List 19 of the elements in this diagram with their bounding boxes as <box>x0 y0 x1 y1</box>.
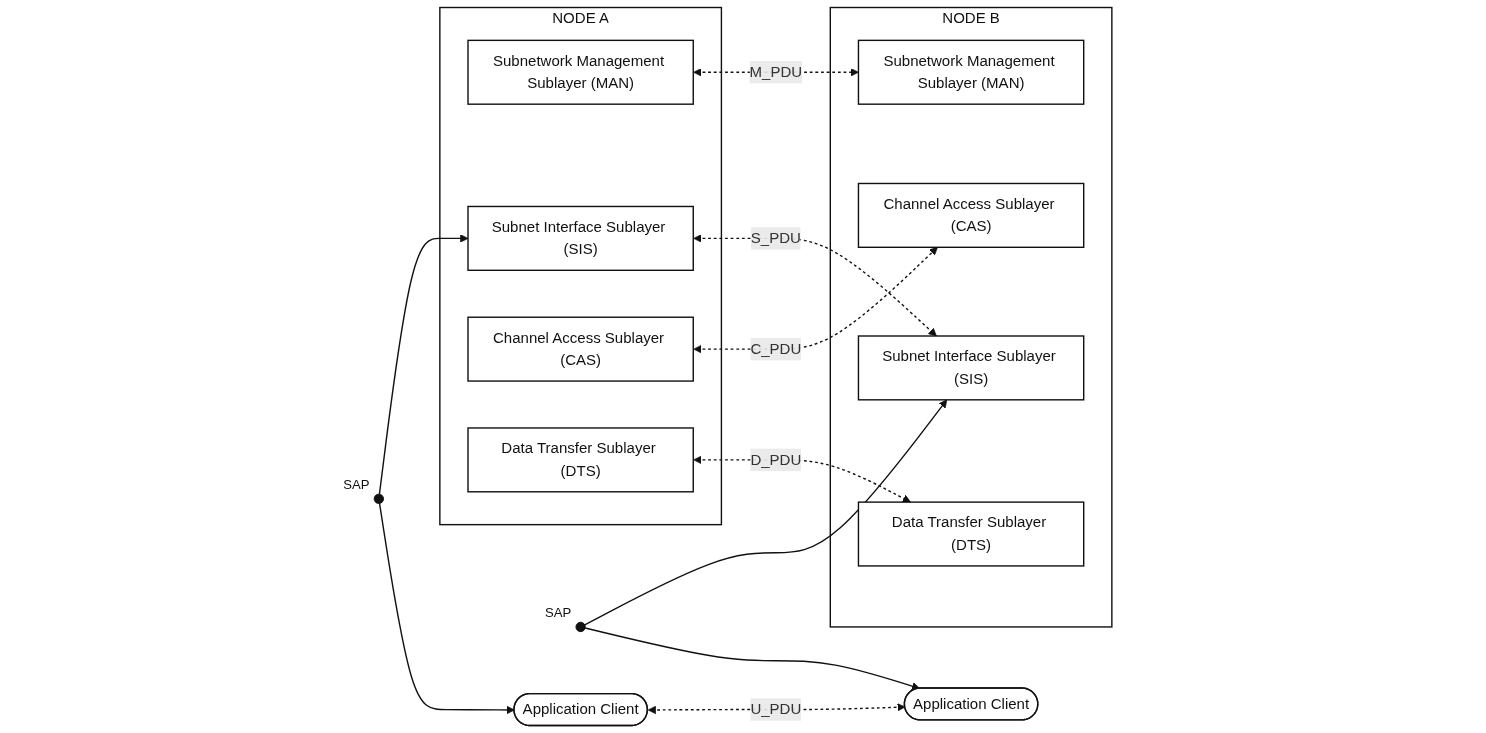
edge-label: C_PDU <box>750 340 802 357</box>
node-box: Data Transfer Sublayer (DTS) <box>857 501 1085 567</box>
edge-label: M_PDU <box>749 63 803 80</box>
arrow <box>378 502 515 715</box>
node-box: Subnetwork Management Sublayer (MAN) <box>467 39 694 105</box>
node-circle <box>575 621 586 633</box>
sap-label: SAP <box>343 476 370 492</box>
node-box: Subnet Interface Sublayer (SIS) <box>857 335 1085 401</box>
node-circle <box>373 493 384 504</box>
arrow <box>584 399 948 626</box>
node-box: Subnet Interface Sublayer (SIS) <box>467 205 694 271</box>
node-box: Channel Access Sublayer (CAS) <box>857 182 1085 248</box>
edge-label: U_PDU <box>750 701 802 718</box>
node-box: Data Transfer Sublayer (DTS) <box>467 427 694 493</box>
node-box: Subnetwork Management Sublayer (MAN) <box>857 39 1085 105</box>
edge-label: D_PDU <box>750 451 802 468</box>
sap-label: SAP <box>544 604 572 620</box>
node-box: Channel Access Sublayer (CAS) <box>467 316 694 382</box>
edge-label: S_PDU <box>750 229 801 246</box>
